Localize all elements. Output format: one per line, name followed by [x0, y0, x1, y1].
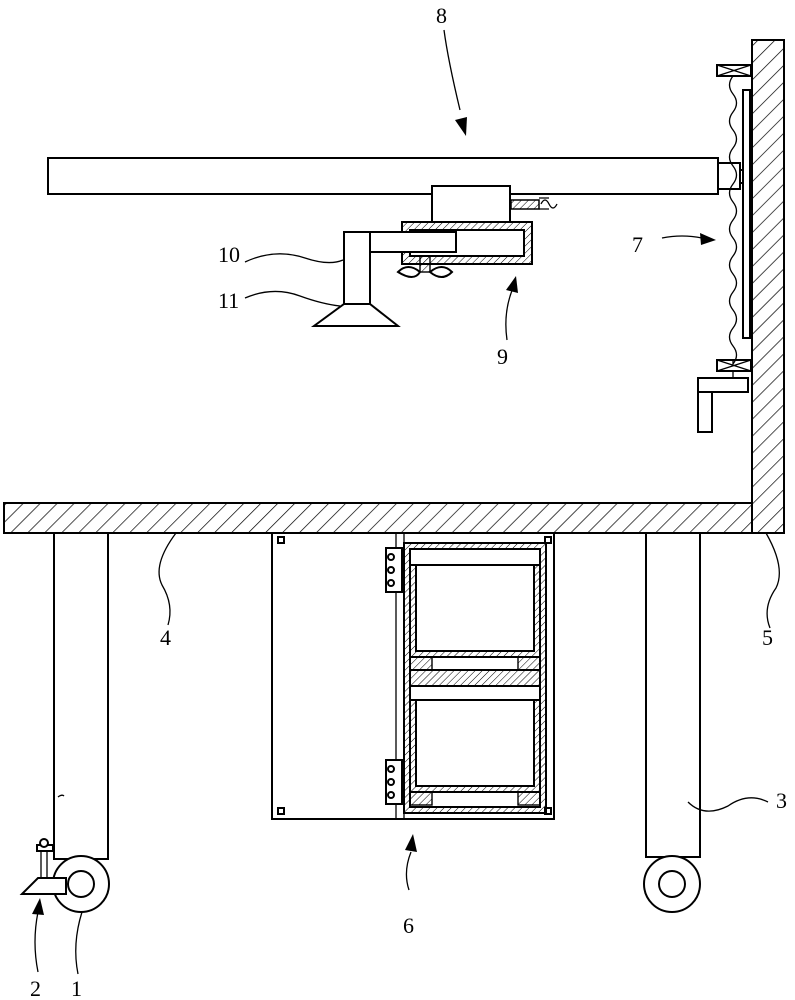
brake-pedal — [19, 838, 67, 895]
label-8: 8 — [436, 3, 447, 28]
lead-screw-assembly — [697, 64, 752, 433]
label-10: 10 — [218, 242, 240, 267]
leader-lines — [32, 29, 780, 975]
vertical-wall — [751, 39, 785, 534]
label-7: 7 — [632, 232, 643, 257]
label-11: 11 — [218, 288, 239, 313]
drawer-cabinet — [271, 532, 555, 820]
screw-thread — [728, 75, 738, 366]
right-leg — [645, 532, 701, 858]
label-9: 9 — [497, 344, 508, 369]
carriage-mechanism — [365, 185, 558, 278]
label-2: 2 — [30, 976, 41, 1000]
horizontal-arm — [47, 157, 749, 195]
nozzle-hood — [310, 303, 401, 327]
left-wheel — [52, 855, 110, 913]
part-labels: 8 7 9 10 11 4 5 3 6 2 1 — [30, 3, 787, 1000]
label-6: 6 — [403, 913, 414, 938]
label-3: 3 — [776, 788, 787, 813]
label-5: 5 — [762, 625, 773, 650]
left-leg — [53, 532, 109, 860]
label-4: 4 — [160, 625, 171, 650]
nozzle-tube — [343, 231, 371, 305]
tabletop — [3, 502, 753, 534]
label-1: 1 — [71, 976, 82, 1000]
right-wheel — [643, 855, 701, 913]
